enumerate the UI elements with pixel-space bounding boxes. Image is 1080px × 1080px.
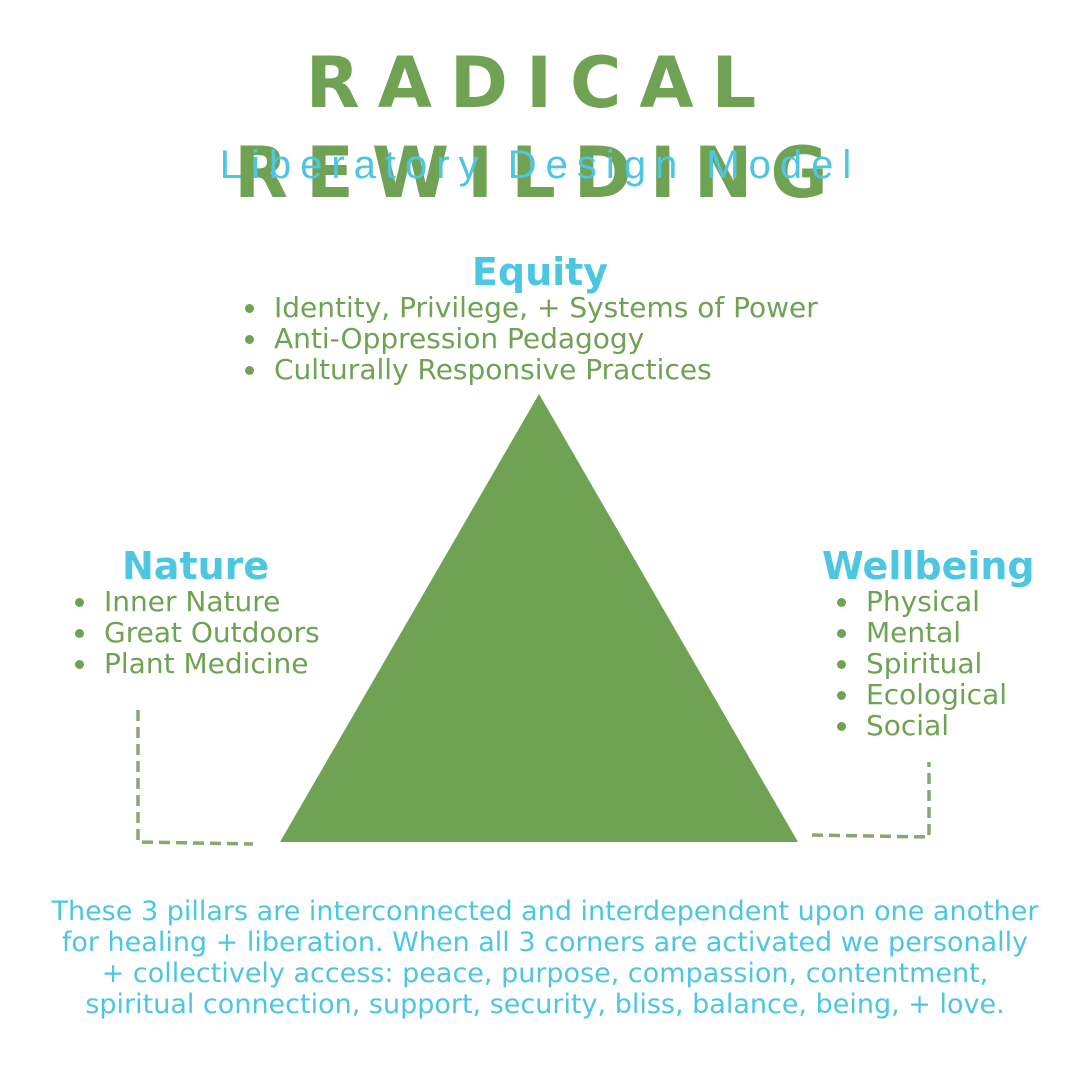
list-item: Plant Medicine	[73, 648, 320, 679]
center-triangle	[280, 394, 798, 842]
list-item: Ecological	[835, 679, 1007, 710]
wellbeing-heading: Wellbeing	[822, 544, 1035, 588]
list-item: Great Outdoors	[73, 617, 320, 648]
list-item: Physical	[835, 586, 1007, 617]
page-subtitle: Liberatory Design Model	[219, 143, 861, 187]
list-item: Inner Nature	[73, 586, 320, 617]
list-item: Anti-Oppression Pedagogy	[243, 323, 818, 354]
list-item: Identity, Privilege, + Systems of Power	[243, 292, 818, 323]
equity-heading: Equity	[471, 250, 609, 294]
list-item: Culturally Responsive Practices	[243, 354, 818, 385]
equity-list: Identity, Privilege, + Systems of Power …	[243, 292, 818, 385]
right-dashed-connector	[811, 762, 931, 839]
nature-heading: Nature	[122, 544, 270, 588]
description-text: These 3 pillars are interconnected and i…	[51, 896, 1039, 1020]
wellbeing-list: Physical Mental Spiritual Ecological Soc…	[835, 586, 1007, 741]
nature-list: Inner Nature Great Outdoors Plant Medici…	[73, 586, 320, 679]
list-item: Social	[835, 710, 1007, 741]
left-dashed-connector	[136, 710, 254, 846]
list-item: Spiritual	[835, 648, 1007, 679]
list-item: Mental	[835, 617, 1007, 648]
page-title: RADICAL REWILDING	[234, 42, 846, 214]
